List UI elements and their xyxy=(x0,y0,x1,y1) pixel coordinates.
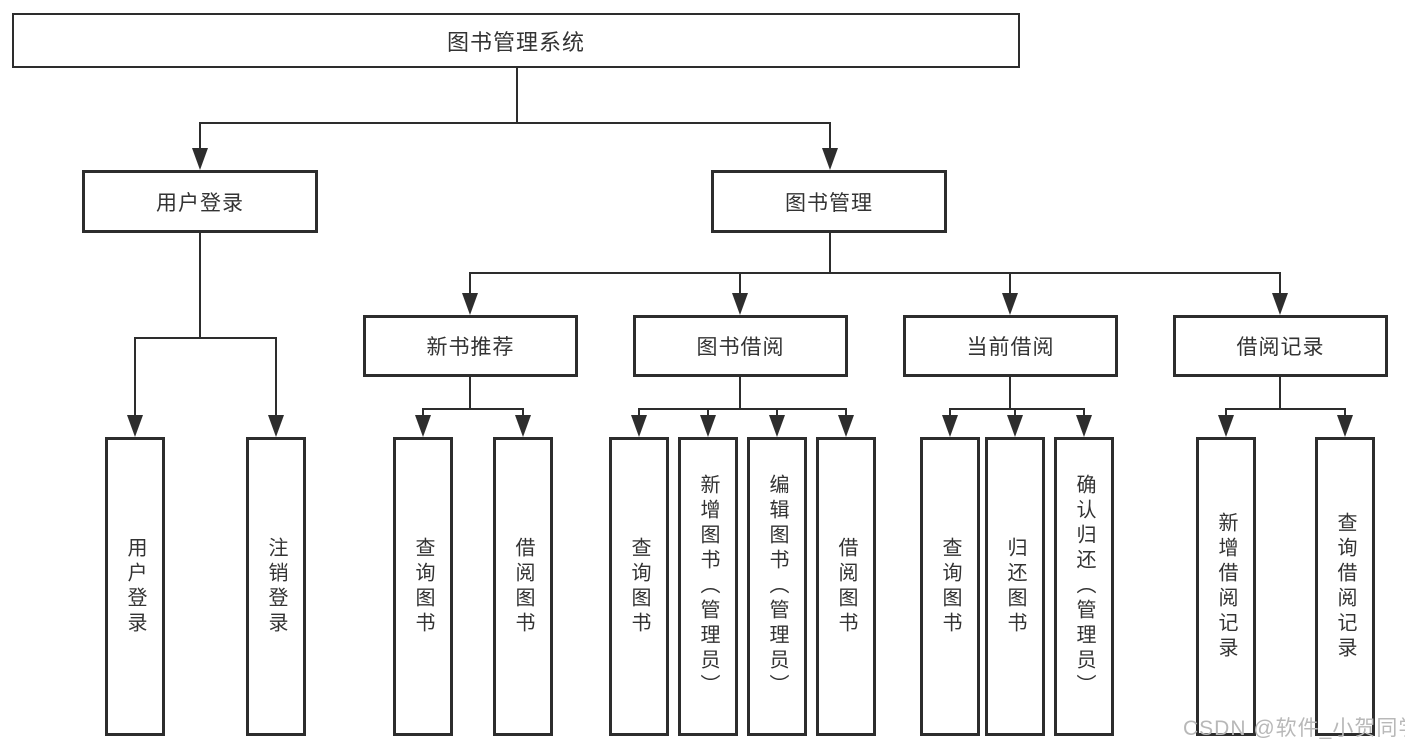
leaf-query-books-current: 查询图书 xyxy=(920,437,980,736)
leaf-borrow-books-recommend: 借阅图书 xyxy=(493,437,553,736)
connector-stem xyxy=(522,408,524,418)
connector-stem xyxy=(1083,408,1085,418)
arrow-down xyxy=(1218,415,1234,437)
arrow-down xyxy=(942,415,958,437)
connector-stem xyxy=(776,408,778,418)
leaf-label: 借阅图书 xyxy=(512,536,534,637)
connector-stem xyxy=(1344,408,1346,418)
leaf-edit-books-admin: 编辑图书（管理员） xyxy=(747,437,807,736)
connector-stem xyxy=(469,377,471,410)
arrow-down xyxy=(769,415,785,437)
arrow-down xyxy=(1076,415,1092,437)
arrow-down xyxy=(1002,293,1018,315)
arrow-down xyxy=(732,293,748,315)
connector-stem xyxy=(829,122,831,152)
connector-stem xyxy=(739,272,741,295)
connector-branch xyxy=(422,408,524,410)
connector-branch xyxy=(134,337,277,339)
leaf-return-books: 归还图书 xyxy=(985,437,1045,736)
leaf-label: 借阅图书 xyxy=(835,536,857,637)
leaf-user-login: 用户登录 xyxy=(105,437,165,736)
arrow-down xyxy=(700,415,716,437)
leaf-confirm-return-admin: 确认归还（管理员） xyxy=(1054,437,1114,736)
connector-stem xyxy=(739,377,741,410)
leaf-borrow-books: 借阅图书 xyxy=(816,437,876,736)
csdn-watermark: CSDN @软件_小贺同学 xyxy=(1183,717,1405,740)
connector-branch xyxy=(1225,408,1346,410)
leaf-label: 用户登录 xyxy=(124,536,146,637)
leaf-query-borrow-record: 查询借阅记录 xyxy=(1315,437,1375,736)
connector-branch xyxy=(469,272,1281,274)
arrow-down xyxy=(1272,293,1288,315)
node-new-book-recommend: 新书推荐 xyxy=(363,315,578,377)
connector-stem xyxy=(422,408,424,418)
connector-stem xyxy=(275,337,277,417)
leaf-label: 编辑图书（管理员） xyxy=(766,474,788,699)
connector-stem xyxy=(1009,272,1011,295)
leaf-query-books-recommend: 查询图书 xyxy=(393,437,453,736)
connector-stem xyxy=(1225,408,1227,418)
node-user-login: 用户登录 xyxy=(82,170,318,233)
arrow-down xyxy=(268,415,284,437)
node-book-management: 图书管理 xyxy=(711,170,947,233)
leaf-label: 归还图书 xyxy=(1004,536,1026,637)
arrow-down xyxy=(838,415,854,437)
arrow-down xyxy=(1337,415,1353,437)
leaf-label: 新增借阅记录 xyxy=(1215,511,1237,662)
connector-stem xyxy=(134,337,136,417)
leaf-label: 确认归还（管理员） xyxy=(1073,474,1095,699)
leaf-label: 查询图书 xyxy=(939,536,961,637)
leaf-query-books-borrowing: 查询图书 xyxy=(609,437,669,736)
leaf-label: 查询借阅记录 xyxy=(1334,511,1356,662)
node-current-borrowing: 当前借阅 xyxy=(903,315,1118,377)
connector-stem xyxy=(845,408,847,418)
node-book-borrowing: 图书借阅 xyxy=(633,315,848,377)
node-borrowing-records: 借阅记录 xyxy=(1173,315,1388,377)
arrow-down xyxy=(415,415,431,437)
leaf-label: 查询图书 xyxy=(628,536,650,637)
connector-branch xyxy=(949,408,1085,410)
arrow-down xyxy=(192,148,208,170)
arrow-down xyxy=(822,148,838,170)
arrow-down xyxy=(462,293,478,315)
arrow-down xyxy=(515,415,531,437)
connector-root-stem xyxy=(516,68,518,122)
connector-stem xyxy=(1009,377,1011,410)
arrow-down xyxy=(631,415,647,437)
connector-stem xyxy=(1014,408,1016,418)
leaf-label: 查询图书 xyxy=(412,536,434,637)
connector-stem xyxy=(199,122,201,152)
connector-stem xyxy=(469,272,471,295)
leaf-logout: 注销登录 xyxy=(246,437,306,736)
leaf-add-borrow-record: 新增借阅记录 xyxy=(1196,437,1256,736)
connector-root-branch xyxy=(199,122,831,124)
connector-stem xyxy=(1279,377,1281,410)
connector-stem xyxy=(638,408,640,418)
leaf-label: 新增图书（管理员） xyxy=(697,474,719,699)
node-root-library-system: 图书管理系统 xyxy=(12,13,1020,68)
connector-stem xyxy=(1279,272,1281,295)
connector-stem xyxy=(829,233,831,272)
connector-stem xyxy=(199,233,201,337)
connector-stem xyxy=(707,408,709,418)
arrow-down xyxy=(127,415,143,437)
connector-branch xyxy=(638,408,847,410)
leaf-label: 注销登录 xyxy=(265,536,287,637)
connector-stem xyxy=(949,408,951,418)
leaf-add-books-admin: 新增图书（管理员） xyxy=(678,437,738,736)
arrow-down xyxy=(1007,415,1023,437)
